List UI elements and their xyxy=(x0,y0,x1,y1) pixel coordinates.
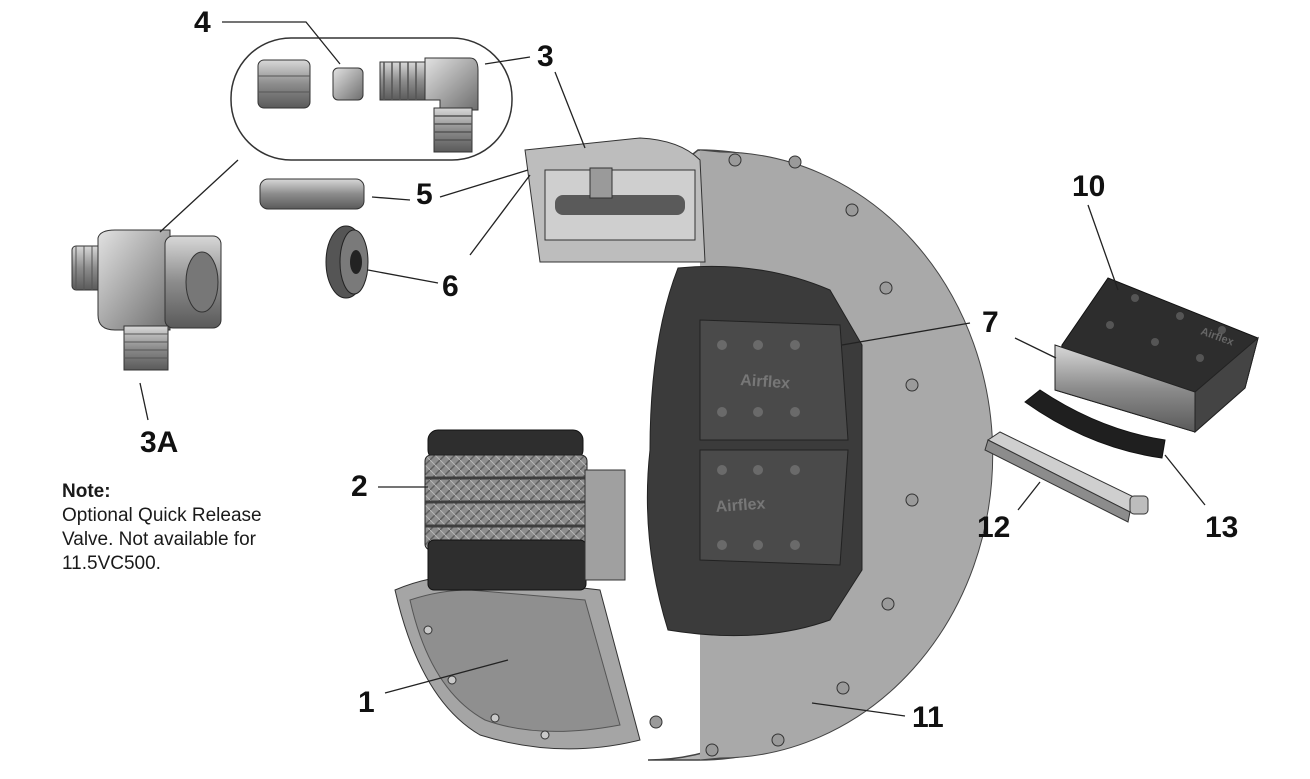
callout-3a: 3A xyxy=(140,426,178,459)
note-line-3: 11.5VC500. xyxy=(62,553,161,574)
callout-7: 7 xyxy=(982,306,999,339)
callout-4: 4 xyxy=(194,6,211,39)
curved-strip xyxy=(1024,389,1166,459)
note-line-1: Optional Quick Release xyxy=(62,505,262,526)
shoe-brand-lower: Airflex xyxy=(715,496,766,516)
fitting-group-outline xyxy=(230,37,513,161)
friction-block: Airflex xyxy=(1054,277,1259,434)
ferrule-sleeve xyxy=(332,67,364,101)
callout-1: 1 xyxy=(358,686,375,719)
elbow-fitting xyxy=(379,57,479,153)
callout-5: 5 xyxy=(416,178,433,211)
callout-11: 11 xyxy=(912,701,944,734)
air-tube-element xyxy=(424,429,626,591)
hex-bar xyxy=(984,431,1149,523)
shoe-brand-upper: Airflex xyxy=(740,372,791,392)
leader-lines xyxy=(139,21,1206,717)
side-plate xyxy=(394,574,641,750)
quick-release-valve xyxy=(71,229,222,371)
callout-2: 2 xyxy=(351,470,368,503)
pin-part xyxy=(259,178,365,210)
note-block: Note: Optional Quick Release Valve. Not … xyxy=(62,480,282,576)
hex-nut-fitting xyxy=(257,59,311,109)
callout-13: 13 xyxy=(1205,511,1238,544)
friction-shoe-array: Airflex Airflex xyxy=(646,265,863,637)
callout-12: 12 xyxy=(977,511,1010,544)
note-title: Note: xyxy=(62,481,111,502)
callout-10: 10 xyxy=(1072,170,1105,203)
callout-6: 6 xyxy=(442,270,459,303)
callout-labels: 4 3 5 6 3A 2 1 7 10 12 13 11 xyxy=(140,6,1238,734)
callout-3: 3 xyxy=(537,40,554,73)
note-line-2: Valve. Not available for xyxy=(62,529,256,550)
lock-nut-part xyxy=(325,225,369,299)
cutaway-top-housing xyxy=(524,137,706,263)
